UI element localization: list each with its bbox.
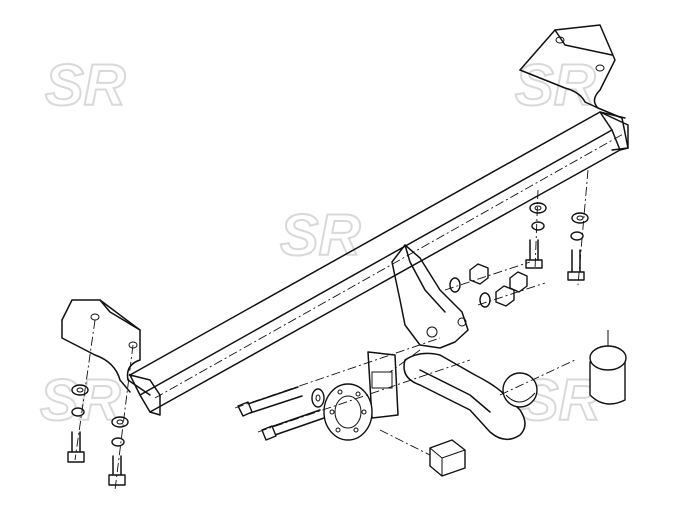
bracket-hole [426,326,438,338]
tow-ball-assembly [403,352,538,441]
bolts [67,239,585,486]
watermark-top-right: SR [515,53,596,118]
washers [71,202,589,447]
watermark-center: SR [280,203,361,268]
tow-ball-neck [403,352,526,441]
ball-cap [589,330,627,405]
right-mounting-bracket [519,24,629,151]
bracket-hole [555,36,565,44]
bracket-hole [595,64,605,72]
bracket-hole [90,313,100,321]
center-bracket [391,244,469,349]
connector-plug [379,429,466,477]
cross-beam [129,111,629,416]
nuts [469,263,528,307]
watermark-top-left: SR [45,53,126,118]
bracket-hole [457,317,467,327]
assembly-lines [74,169,589,491]
electrical-socket [323,383,373,441]
socket-plate [367,351,399,419]
